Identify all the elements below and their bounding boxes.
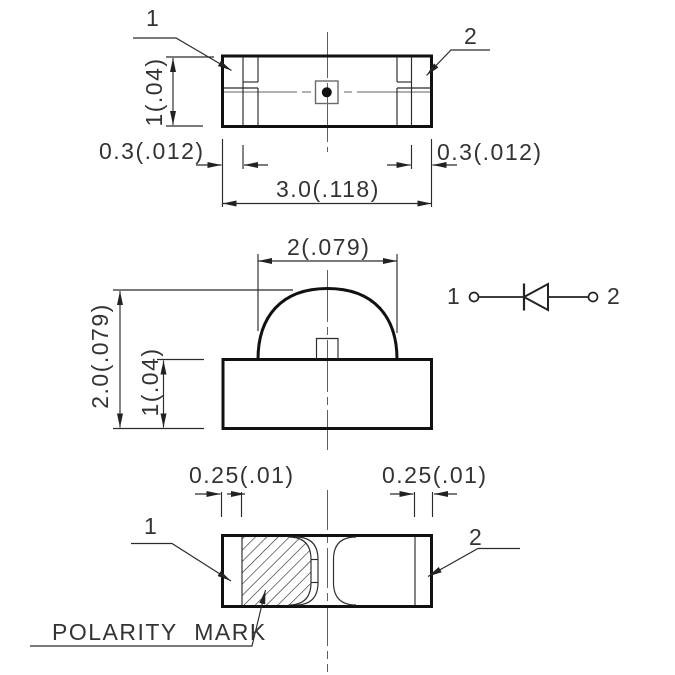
bottom-pad-right-dim-text: 0.25(.01): [382, 462, 488, 488]
side-view-linework: [113, 254, 433, 450]
side-view-body-height-dimension: [157, 358, 204, 428]
die-outline: [314, 80, 339, 105]
bottom-pin2-leader: [427, 547, 520, 578]
top-pin1-leader: [133, 37, 232, 71]
schematic-pin2-label: 2: [607, 283, 622, 309]
bottom-pad-right-dimension: [390, 491, 457, 517]
top-view-linework: [133, 32, 490, 207]
side-view-overall-height-dim-text: 2.0(.079): [87, 303, 113, 409]
top-view-pin1-label: 1: [146, 5, 161, 31]
top-view-right-electrode: [396, 57, 431, 126]
bottom-view-pin2-label: 2: [469, 524, 484, 550]
side-view-lens-width-dim-text: 2(.079): [287, 234, 371, 260]
top-pin2-leader: [426, 49, 490, 76]
lens-dome-outline: [256, 286, 399, 360]
top-view-height-dimension: [166, 56, 214, 127]
diode-symbol: [468, 282, 599, 312]
top-view-terminal-left-dimension: [196, 139, 268, 207]
bottom-pin1-leader: [131, 542, 232, 582]
top-view-pin2-label: 2: [464, 23, 479, 49]
bottom-view-linework: [30, 490, 520, 672]
bottom-pad-left-dim-text: 0.25(.01): [189, 462, 295, 488]
diode-triangle: [521, 282, 549, 312]
top-view-terminal-right-dimension: [387, 139, 457, 207]
side-view-body-outline: [221, 358, 433, 430]
top-view-left-electrode: [224, 57, 259, 126]
top-view-terminal-left-dim-text: 0.3(.012): [99, 138, 205, 164]
pin1-terminal-circle: [468, 291, 480, 303]
top-view-terminal-right-dim-text: 0.3(.012): [437, 139, 543, 165]
side-view-overall-height-dimension: [113, 289, 293, 430]
polarity-mark-leader: [30, 589, 267, 647]
polarity-mark-label: POLARITY MARK: [52, 619, 267, 645]
bottom-pad-left-dimension: [195, 491, 245, 517]
top-view-height-dim-text: 1(.04): [141, 57, 167, 127]
side-view-body-height-dim-text: 1(.04): [137, 347, 163, 417]
pin2-terminal-circle: [587, 291, 599, 303]
top-view-package-outline: [221, 54, 433, 128]
die-cup-outline: [315, 337, 339, 359]
polarity-mark-hatch: [242, 536, 312, 606]
pad-gap-curves: [288, 536, 357, 606]
schematic-pin1-label: 1: [447, 283, 462, 309]
bottom-view-pin1-label: 1: [144, 513, 159, 539]
side-view-lens-width-dimension: [257, 254, 398, 333]
top-view-width-dim-text: 3.0(.118): [276, 176, 380, 202]
die-dot: [321, 87, 332, 98]
